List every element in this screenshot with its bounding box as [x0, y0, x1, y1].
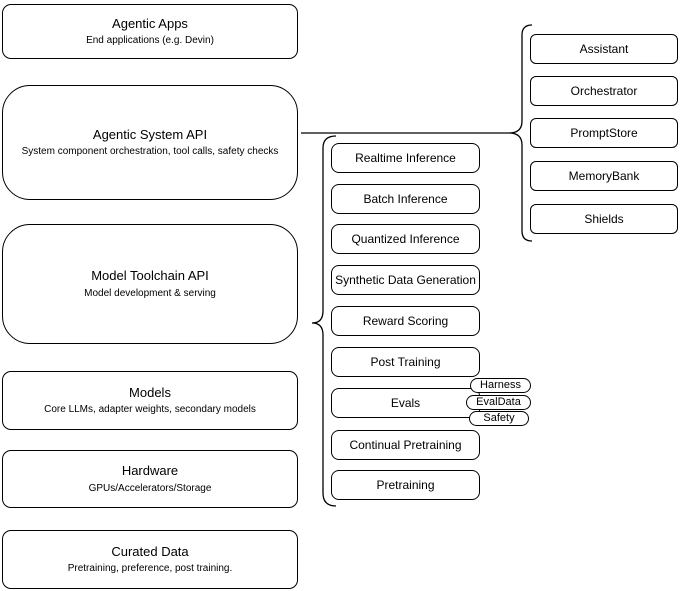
agentic-apps-title: Agentic Apps	[112, 15, 188, 31]
assistant-box: Assistant	[530, 34, 678, 64]
post-training-label: Post Training	[370, 355, 441, 369]
agentic-apps-box: Agentic Apps End applications (e.g. Devi…	[2, 4, 298, 59]
safety-pill: Safety	[469, 411, 529, 426]
promptstore-box: PromptStore	[530, 118, 678, 148]
evals-label: Evals	[390, 396, 421, 410]
continual-pretraining-box: Continual Pretraining	[331, 430, 480, 460]
orchestrator-box: Orchestrator	[530, 76, 678, 106]
synthetic-data-generation-label: Synthetic Data Generation	[335, 273, 476, 287]
continual-pretraining-label: Continual Pretraining	[349, 438, 462, 452]
promptstore-label: PromptStore	[570, 126, 638, 140]
harness-label: Harness	[480, 379, 521, 391]
agentic-system-api-title: Agentic System API	[92, 126, 208, 142]
curated-data-subtitle: Pretraining, preference, post training.	[67, 563, 233, 575]
assistant-label: Assistant	[579, 42, 629, 56]
memorybank-label: MemoryBank	[568, 169, 640, 183]
post-training-box: Post Training	[331, 347, 480, 377]
orchestrator-label: Orchestrator	[570, 84, 638, 98]
models-subtitle: Core LLMs, adapter weights, secondary mo…	[44, 404, 256, 416]
batch-inference-box: Batch Inference	[331, 184, 480, 214]
evaldata-pill: EvalData	[466, 395, 531, 410]
evals-box: Evals	[331, 388, 480, 418]
realtime-inference-box: Realtime Inference	[331, 143, 480, 173]
quantized-inference-label: Quantized Inference	[351, 232, 460, 246]
batch-inference-label: Batch Inference	[363, 192, 448, 206]
reward-scoring-label: Reward Scoring	[362, 314, 449, 328]
harness-pill: Harness	[470, 378, 531, 393]
model-toolchain-api-box: Model Toolchain API Model development & …	[2, 224, 298, 344]
hardware-title: Hardware	[121, 463, 179, 479]
synthetic-data-generation-box: Synthetic Data Generation	[331, 265, 480, 295]
evaldata-label: EvalData	[476, 396, 521, 408]
system-components-brace	[508, 24, 533, 242]
models-title: Models	[129, 384, 171, 400]
agentic-system-api-subtitle: System component orchestration, tool cal…	[21, 146, 279, 158]
safety-label: Safety	[483, 412, 515, 424]
models-box: Models Core LLMs, adapter weights, secon…	[2, 371, 298, 430]
shields-box: Shields	[530, 204, 678, 234]
curated-data-title: Curated Data	[111, 543, 189, 559]
agentic-system-api-box: Agentic System API System component orch…	[2, 85, 298, 200]
curated-data-box: Curated Data Pretraining, preference, po…	[2, 530, 298, 589]
memorybank-box: MemoryBank	[530, 161, 678, 191]
pretraining-label: Pretraining	[376, 478, 435, 492]
model-toolchain-api-subtitle: Model development & serving	[84, 287, 216, 299]
realtime-inference-label: Realtime Inference	[355, 151, 456, 165]
hardware-box: Hardware GPUs/Accelerators/Storage	[2, 450, 298, 508]
quantized-inference-box: Quantized Inference	[331, 224, 480, 254]
agentic-apps-subtitle: End applications (e.g. Devin)	[86, 35, 214, 47]
shields-label: Shields	[584, 212, 624, 226]
pretraining-box: Pretraining	[331, 470, 480, 500]
hardware-subtitle: GPUs/Accelerators/Storage	[88, 482, 212, 494]
model-toolchain-api-title: Model Toolchain API	[91, 268, 209, 284]
reward-scoring-box: Reward Scoring	[331, 306, 480, 336]
